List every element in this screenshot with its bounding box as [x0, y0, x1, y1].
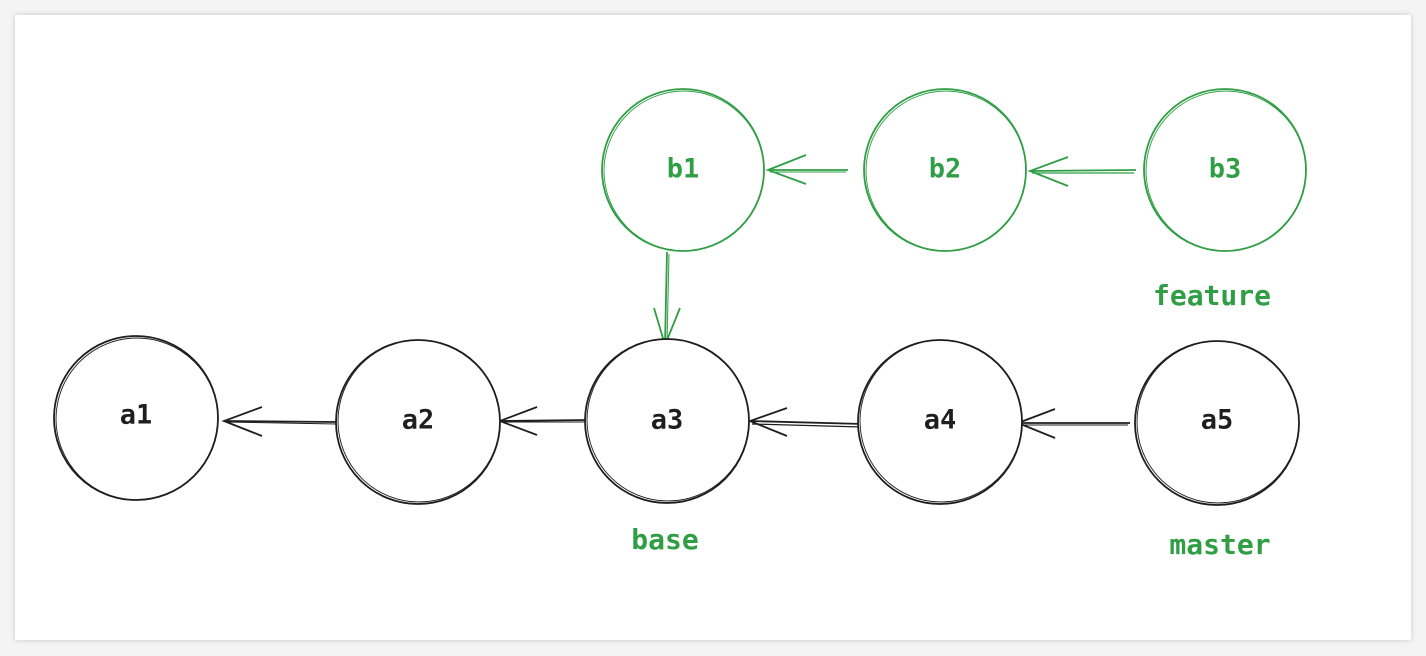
- ref-feature-label: feature: [1153, 279, 1271, 312]
- commit-a2[interactable]: a2: [335, 339, 501, 505]
- commit-a3[interactable]: a3: [584, 338, 750, 504]
- edge-a2-a1: [221, 406, 339, 437]
- commit-a5[interactable]: a5: [1134, 340, 1300, 506]
- commit-label-a1: a1: [120, 400, 153, 431]
- commit-b1[interactable]: b1: [601, 88, 765, 252]
- ref-base-label: base: [631, 523, 698, 556]
- commit-a4[interactable]: a4: [857, 339, 1023, 505]
- commit-label-b2: b2: [929, 154, 962, 185]
- edge-b2-b1: [765, 154, 848, 185]
- edge-b1-a3: [653, 251, 681, 348]
- ref-labels: feature base master: [631, 279, 1271, 561]
- edge-a4-a3: [747, 407, 864, 437]
- edge-a3-a2: [497, 406, 589, 436]
- commit-label-a2: a2: [402, 405, 435, 436]
- edges: [221, 154, 1137, 439]
- commit-a1[interactable]: a1: [53, 335, 219, 501]
- feature-commits: b1 b2 b3: [601, 88, 1307, 252]
- commit-label-a3: a3: [651, 405, 684, 436]
- commit-b3[interactable]: b3: [1143, 88, 1307, 252]
- ref-master-label: master: [1169, 528, 1270, 561]
- commit-label-a4: a4: [924, 405, 957, 436]
- main-commits: a1 a2 a3 a4 a5: [53, 335, 1300, 506]
- edge-a5-a4: [1015, 408, 1130, 439]
- edge-b3-b2: [1027, 156, 1137, 187]
- commit-b2[interactable]: b2: [863, 88, 1027, 252]
- commit-label-b3: b3: [1209, 154, 1242, 185]
- commit-label-a5: a5: [1201, 405, 1234, 436]
- commit-label-b1: b1: [667, 154, 700, 185]
